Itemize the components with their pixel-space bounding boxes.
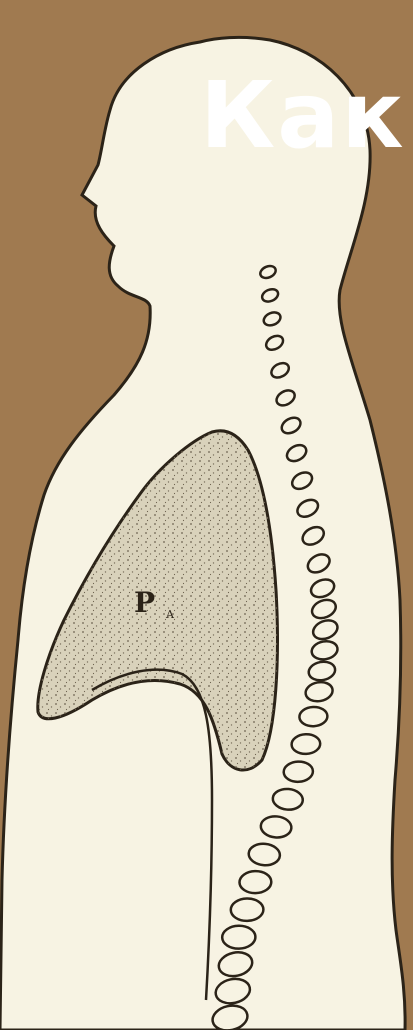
vertebra bbox=[222, 925, 256, 949]
vertebra bbox=[283, 761, 313, 783]
vertebra bbox=[231, 898, 264, 921]
lung-label: P bbox=[134, 586, 155, 619]
lung-label-subscript: A bbox=[166, 608, 174, 621]
page-title: Как bbox=[200, 70, 406, 162]
vertebra bbox=[239, 871, 271, 894]
vertebra bbox=[291, 734, 320, 755]
vertebra bbox=[299, 706, 328, 726]
